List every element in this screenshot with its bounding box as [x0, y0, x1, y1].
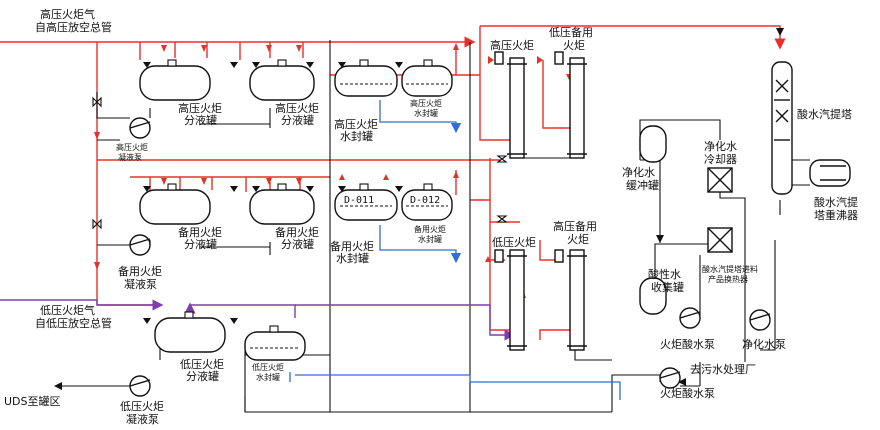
purified-water-pump [749, 309, 771, 331]
lp-ko-drum-label: 低压火炬 [180, 358, 224, 371]
hp-flare-gas-source-label: 自高压放空总管 [35, 20, 112, 34]
sw-tank-label-2: 收集罐 [651, 280, 684, 294]
hp-seal-drum-label-2: 水封罐 [340, 129, 373, 143]
sour-water-stripper [771, 61, 793, 195]
hp-ko-drum-1-label: 高压火炬 [178, 101, 222, 115]
hp-spare-flare-label: 高压备用 [553, 219, 597, 233]
feed-hx-label-2: 产品换热器 [708, 274, 748, 284]
hp-condensate-pump-label-2: 凝液泵 [118, 152, 142, 162]
sw-tank-label: 酸性水 [648, 267, 681, 281]
d012-tag: D-012 [410, 195, 440, 206]
pumps [129, 117, 771, 397]
stripper-label: 酸水汽提塔 [797, 107, 852, 121]
hp-condensate-pump-label: 高压火炬 [116, 142, 148, 152]
spare-seal-drum-label-2: 水封罐 [336, 251, 369, 265]
hp-ko-drum-2-label-2: 分液罐 [281, 113, 314, 127]
lp-spare-flare-label-2: 火炬 [563, 39, 585, 52]
flare-sw-pump-label: 火炬酸水泵 [660, 337, 715, 351]
lp-seal-drum-label-2: 水封罐 [256, 372, 280, 382]
spare-ko-drum-2-label-2: 分液罐 [281, 237, 314, 251]
lp-spare-flare-label: 低压备用 [549, 25, 593, 39]
spare-condensate-pump [129, 234, 151, 256]
sour-water-collection-tank [639, 277, 667, 315]
pw-cooler-label: 净化水 [704, 139, 737, 153]
hp-flare-gas-label: 高压火炬气 [40, 7, 95, 21]
lp-flare-gas-label: 低压火炬气 [40, 303, 95, 317]
lp-condensate-pump [129, 375, 151, 397]
gas-flow-arrows [94, 43, 572, 298]
spare-condensate-pump-label: 备用火炬 [118, 264, 162, 278]
reboiler-label: 酸水汽提 [814, 195, 858, 209]
black-arrows [54, 28, 784, 390]
hp-flare-label: 高压火炬 [490, 38, 534, 52]
flare-sw-pump-2-label: 火炬酸水泵 [660, 386, 715, 400]
lp-condensate-pump-label: 低压火炬 [120, 400, 164, 413]
lp-seal-drum-label: 低压火炬 [252, 362, 284, 372]
purified-water-cooler [707, 167, 733, 193]
water-treatment-equipment [639, 61, 851, 315]
lp-spare-flare-stack [554, 51, 587, 159]
spare-condensate-pump-label-2: 凝液泵 [124, 277, 157, 291]
lp-flare-stack [494, 249, 527, 351]
hp-seal-drum-2-label-2: 水封罐 [414, 108, 438, 118]
horizontal-drums [139, 65, 453, 361]
valves [92, 96, 508, 230]
labels: 高压火炬气 自高压放空总管 低压火炬气 自低压放空总管 UDS至罐区 高压火炬 … [4, 7, 858, 426]
instrument-marks [143, 62, 403, 324]
hp-gas-lines [0, 25, 786, 340]
reboiler-label-2: 塔重沸器 [814, 208, 858, 222]
feed-product-exchanger [707, 227, 733, 253]
uds-to-tank-farm-label: UDS至罐区 [4, 395, 61, 408]
spare-seal-drum-2-label: 备用火炬 [414, 224, 446, 234]
seal-drum-levels [250, 83, 448, 349]
spare-ko-drum-2-label: 备用火炬 [275, 225, 319, 239]
feed-hx-label: 酸水汽提塔进料 [702, 264, 758, 274]
spare-ko-drum-1-label-2: 分液罐 [184, 237, 217, 251]
pw-cooler-label-2: 冷却器 [704, 153, 737, 166]
spare-ko-drum-1-label: 备用火炬 [178, 225, 222, 239]
hp-seal-drum-2-label: 高压火炬 [410, 98, 442, 108]
pw-buffer-tank-label-2: 缓冲罐 [626, 178, 659, 192]
spare-seal-drum-label: 备用火炬 [330, 239, 374, 253]
drum-nozzles [167, 59, 433, 333]
purified-water-buffer-tank [639, 125, 667, 163]
pw-buffer-tank-label: 净化水 [622, 165, 655, 179]
hp-condensate-pump [129, 117, 151, 139]
stripper-reboiler [809, 159, 851, 187]
hp-flare-stack [494, 51, 527, 159]
flare-sour-water-pump [679, 307, 701, 329]
lp-flare-label: 低压火炬 [492, 236, 536, 249]
hp-ko-drum-2-label: 高压火炬 [275, 101, 319, 115]
to-wwtp-label: 去污水处理厂 [690, 363, 756, 376]
flare-sour-water-pump-2 [659, 367, 681, 389]
lp-flare-gas-source-label: 自低压放空总管 [35, 316, 112, 330]
hp-spare-flare-stack [554, 249, 587, 351]
lp-condensate-pump-label-2: 凝液泵 [126, 412, 159, 426]
hp-ko-drum-1-label-2: 分液罐 [184, 113, 217, 127]
d011-tag: D-011 [344, 195, 374, 206]
flare-stacks [494, 51, 587, 351]
lp-ko-drum-label-2: 分液罐 [186, 369, 219, 383]
water-lines [289, 100, 621, 400]
pw-pump-label: 净化水泵 [742, 337, 786, 351]
process-lines [60, 40, 810, 413]
spare-seal-drum-2-label-2: 水封罐 [418, 234, 442, 244]
hp-seal-drum-label: 高压火炬 [334, 117, 378, 131]
hp-spare-flare-label-2: 火炬 [567, 233, 589, 246]
